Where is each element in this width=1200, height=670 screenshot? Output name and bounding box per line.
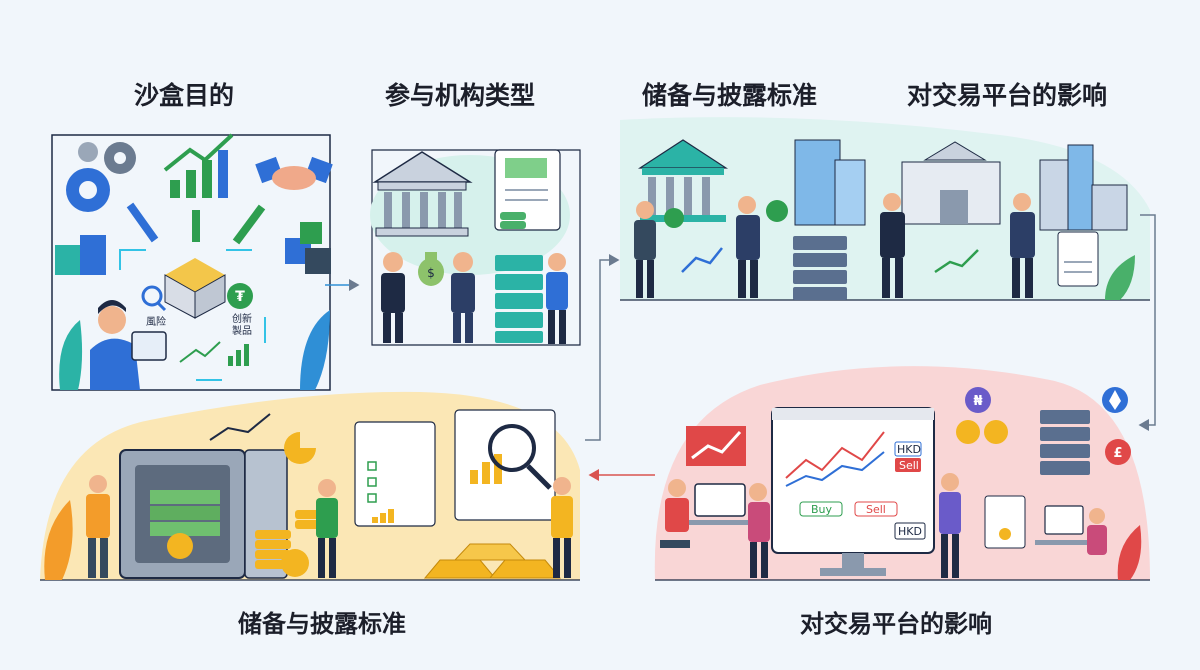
pie-chart-icon [284, 432, 316, 464]
sell-badge-1: Sell [899, 459, 919, 472]
man-with-tablet [86, 475, 110, 578]
innovation-label-2: 製品 [232, 324, 252, 337]
title-institution-types: 参与机构类型 [385, 81, 536, 110]
gear-icon [66, 142, 136, 212]
document-icon [494, 149, 561, 231]
coin-icon [956, 420, 1008, 444]
leaf-icon [1105, 255, 1135, 300]
blocks-icon [55, 222, 331, 275]
tether-coin-icon: ₮ [227, 283, 253, 309]
businessman-right [1010, 193, 1035, 298]
arrow-up-left [126, 202, 159, 243]
panel-top-right [620, 117, 1150, 301]
flow-arrow-2 [585, 254, 620, 441]
gold-bar-icon [423, 543, 562, 579]
money-bag-icon: $ [418, 252, 444, 286]
mini-chart-1 [179, 341, 221, 363]
panel-frame [51, 134, 331, 391]
title-reserve-disclosure-bottom: 储备与披露标准 [238, 610, 406, 638]
monitor-icon [771, 407, 935, 576]
mini-chart-4 [209, 413, 271, 441]
person-at-workstation [1035, 505, 1107, 555]
coin-stack [500, 212, 526, 229]
document-icon [1057, 231, 1099, 287]
man-with-coin [736, 196, 788, 298]
woman-with-magnifier [551, 477, 573, 578]
businessman-presenting [880, 193, 905, 298]
woman-with-tablet [316, 479, 338, 578]
bank-icon [372, 151, 473, 237]
woman-with-tablet [634, 201, 684, 298]
title-platform-impact-top: 对交易平台的影响 [907, 81, 1108, 110]
mini-chart-3 [681, 247, 723, 273]
flow-arrow-3 [1138, 214, 1156, 431]
buy-button: Buy [811, 503, 833, 516]
hkd-badge-2: HKD [898, 525, 922, 538]
woman-with-document [546, 253, 568, 344]
svg-text:$: $ [427, 266, 435, 280]
panel-reserve-disclosure [40, 391, 580, 581]
businessman-right [451, 252, 475, 343]
box-icon [164, 258, 226, 319]
bank-building [901, 141, 1001, 225]
title-sandbox-purpose: 沙盒目的 [134, 81, 235, 110]
leaf-icon [44, 500, 73, 580]
risk-label: 風险 [146, 315, 166, 328]
chart-up-icon [163, 133, 234, 198]
server-icon [495, 255, 543, 343]
chart-up-icon [686, 426, 746, 466]
magnifier-icon [141, 285, 167, 312]
innovation-label-1: 创新 [232, 312, 252, 325]
title-reserve-disclosure-top: 储备与披露标准 [642, 81, 818, 110]
hkd-badge-1: HKD [897, 443, 921, 456]
city-towers [1039, 144, 1128, 231]
arrow-up-right [232, 204, 266, 245]
leaf-icon [59, 320, 83, 390]
svg-text:£: £ [1113, 446, 1122, 461]
leaf-icon [300, 310, 330, 390]
panel-platform-impact: HKD Sell Buy Sell HKD ₦ £ [654, 366, 1150, 581]
pound-coin-icon: £ [1105, 439, 1131, 465]
handshake-icon [255, 156, 333, 190]
server-icon [793, 236, 847, 300]
leaf-icon [1117, 525, 1142, 580]
panel-institution-types: $ [370, 149, 581, 346]
title-platform-impact-bottom: 对交易平台的影响 [800, 610, 992, 638]
document-icon [354, 421, 436, 527]
magnifier-icon [488, 424, 552, 490]
mini-bar-chart [228, 344, 249, 366]
server-icon [1040, 410, 1090, 475]
coin-icon: ₦ [965, 387, 991, 413]
office-tower [794, 139, 866, 226]
woman-with-laptop [939, 473, 961, 578]
businessman-left [381, 252, 405, 343]
panel-sandbox-purpose: 風险 ₮ 创新 製品 [51, 133, 333, 391]
document-icon [984, 495, 1026, 549]
ethereum-coin-icon [1102, 387, 1128, 413]
svg-text:₦: ₦ [973, 394, 982, 409]
mini-chart-2 [934, 249, 979, 274]
sell-button: Sell [866, 503, 886, 516]
vault-icon [119, 449, 288, 579]
person-with-tablet [90, 300, 167, 390]
svg-text:₮: ₮ [235, 289, 245, 305]
trader-desk-left [660, 479, 770, 578]
